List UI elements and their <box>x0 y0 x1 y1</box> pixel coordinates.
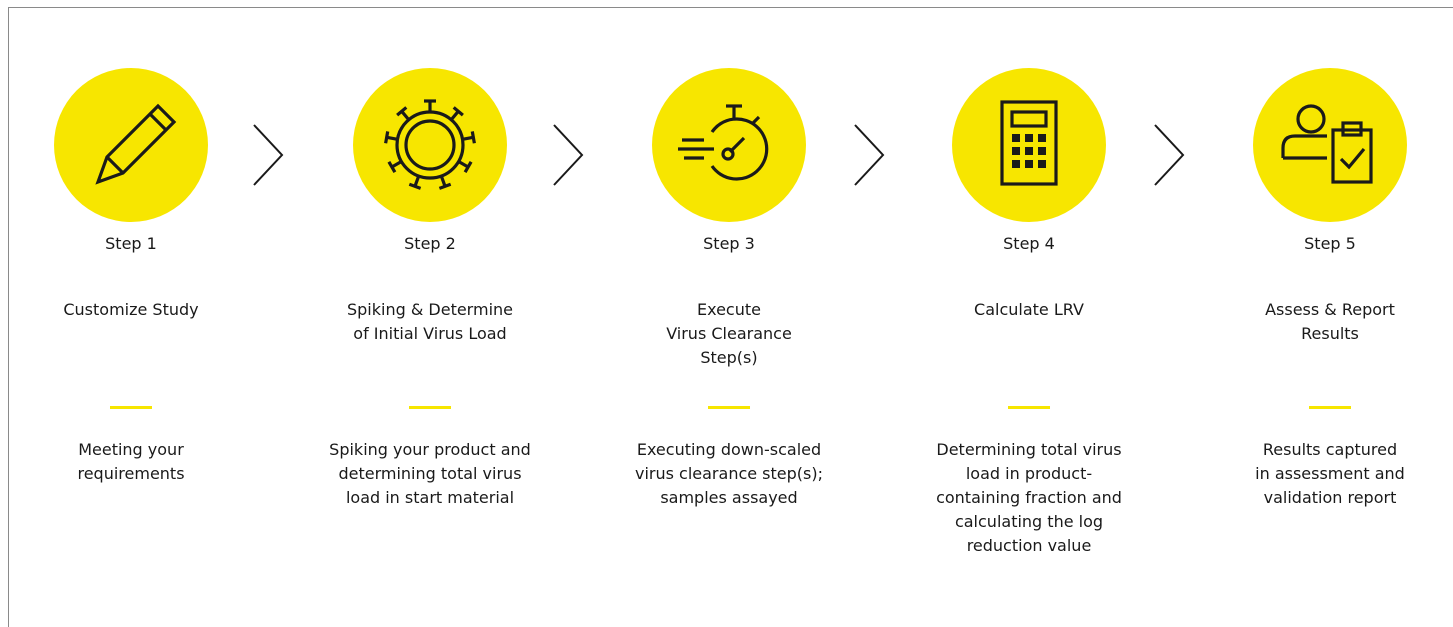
step-description: Determining total virus load in product-… <box>909 438 1149 558</box>
step-description-line: samples assayed <box>660 488 798 507</box>
stopwatch-icon <box>678 104 769 181</box>
step-4: Step 4 Calculate LRV Determining total v… <box>909 0 1149 594</box>
chevron-right-icon <box>253 124 284 186</box>
step-label: Step 5 <box>1304 234 1356 253</box>
step-2-circle <box>353 68 507 222</box>
step-description-line: load in start material <box>345 488 515 507</box>
step-4-circle <box>952 68 1106 222</box>
step-description: Executing down-scaled virus clearance st… <box>609 438 849 510</box>
step-description-line: calculating the log <box>954 512 1104 531</box>
step-5-circle <box>1253 68 1407 222</box>
step-description-line: Results captured <box>1262 440 1398 459</box>
step-title: Customize Study <box>11 298 251 322</box>
step-description-line: reduction value <box>966 536 1092 555</box>
step-title-line: Customize Study <box>63 300 199 319</box>
step-description-line: in assessment and <box>1255 464 1405 483</box>
pencil-icon <box>95 103 177 185</box>
yellow-divider <box>110 406 152 409</box>
diagram-frame <box>8 7 1453 627</box>
step-title-line: of Initial Virus Load <box>353 324 507 343</box>
step-description-line: Executing down-scaled <box>636 440 822 459</box>
step-1-circle <box>54 68 208 222</box>
step-5: Step 5 Assess & Report Results Results c… <box>1210 0 1450 594</box>
step-title-line: Spiking & Determine <box>346 300 513 319</box>
step-title-line: Calculate LRV <box>974 300 1084 319</box>
step-title: Spiking & Determine of Initial Virus Loa… <box>310 298 550 346</box>
step-label: Step 4 <box>1003 234 1055 253</box>
step-1: Step 1 Customize Study Meeting your requ… <box>11 0 251 594</box>
yellow-divider <box>1008 406 1050 409</box>
calculator-icon <box>1000 100 1058 186</box>
step-title: Assess & Report Results <box>1210 298 1450 346</box>
step-description-line: determining total virus <box>338 464 522 483</box>
step-title-line: Virus Clearance <box>666 324 792 343</box>
step-2: Step 2 Spiking & Determine of Initial Vi… <box>310 0 550 594</box>
step-title: Calculate LRV <box>909 298 1149 322</box>
step-description-line: requirements <box>77 464 185 483</box>
step-description-line: Spiking your product and <box>329 440 531 459</box>
step-title-line: Execute <box>697 300 761 319</box>
step-description: Results captured in assessment and valid… <box>1210 438 1450 510</box>
step-description-line: Determining total virus <box>936 440 1122 459</box>
step-description: Spiking your product and determining tot… <box>310 438 550 510</box>
step-3-circle <box>652 68 806 222</box>
yellow-divider <box>409 406 451 409</box>
step-description-line: containing fraction and <box>936 488 1122 507</box>
step-title-line: Assess & Report <box>1265 300 1395 319</box>
step-description-line: Meeting your <box>78 440 184 459</box>
step-3: Step 3 Execute Virus Clearance Step(s) E… <box>609 0 849 594</box>
step-description-line: validation report <box>1263 488 1397 507</box>
step-title-line: Step(s) <box>700 348 758 367</box>
step-title-line: Results <box>1301 324 1359 343</box>
step-label: Step 1 <box>105 234 157 253</box>
chevron-right-icon <box>854 124 885 186</box>
virus-icon <box>384 99 476 190</box>
chevron-right-icon <box>1154 124 1185 186</box>
step-title: Execute Virus Clearance Step(s) <box>609 298 849 370</box>
chevron-right-icon <box>553 124 584 186</box>
person-clipboard-icon <box>1281 104 1373 184</box>
yellow-divider <box>708 406 750 409</box>
step-label: Step 3 <box>703 234 755 253</box>
step-description: Meeting your requirements <box>11 438 251 486</box>
yellow-divider <box>1309 406 1351 409</box>
step-description-line: virus clearance step(s); <box>634 464 823 483</box>
step-description-line: load in product- <box>965 464 1093 483</box>
step-label: Step 2 <box>404 234 456 253</box>
